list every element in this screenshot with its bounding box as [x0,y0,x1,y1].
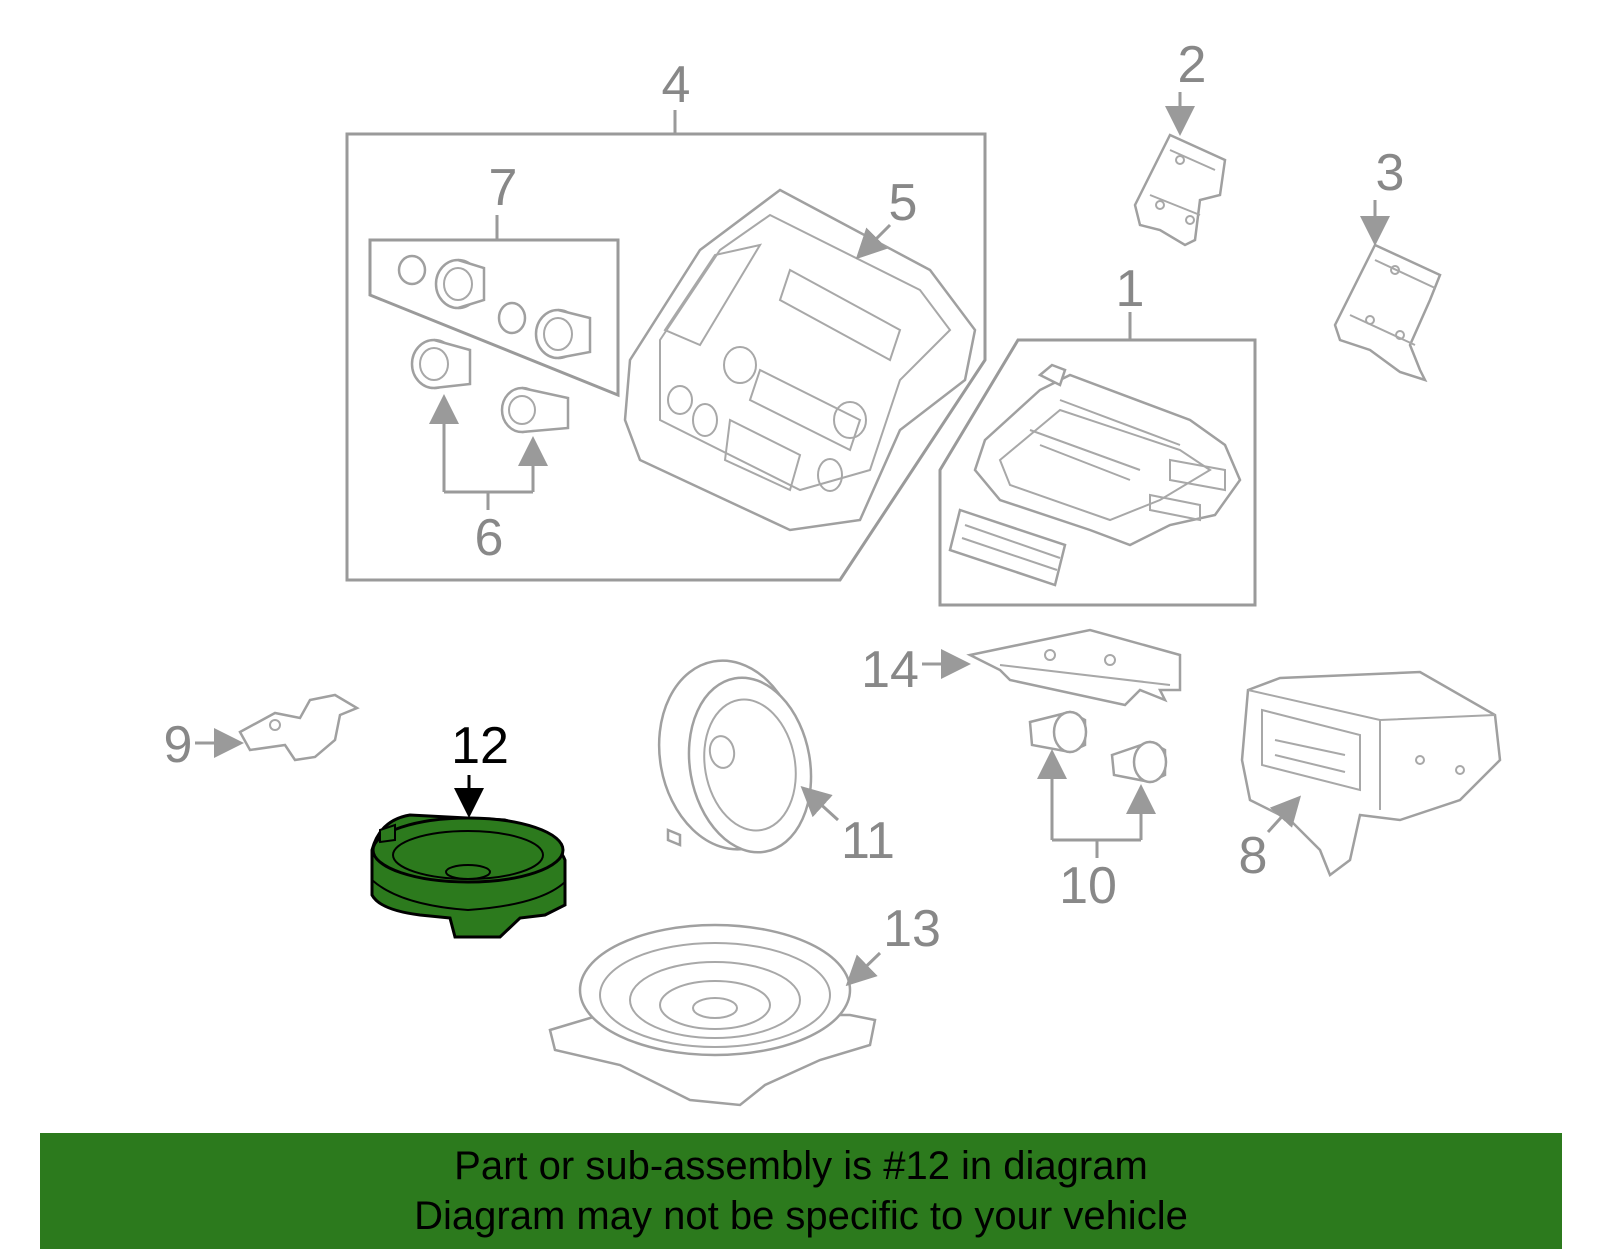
control-knobs [397,254,592,434]
callout-2: 2 [1178,36,1207,94]
callout-6: 6 [475,509,504,567]
info-banner: Part or sub-assembly is #12 in diagram D… [40,1133,1562,1249]
callout-11: 11 [841,812,895,870]
leader-6 [429,394,548,510]
speaker-13 [548,923,877,1107]
bracket-14 [966,628,1182,707]
callout-12: 12 [451,717,509,775]
bracket-2 [1133,133,1227,247]
speaker-11 [657,659,813,854]
speaker-12-highlighted[interactable] [370,813,567,939]
assembly-7-box [368,215,620,398]
assembly-1-box [938,312,1257,607]
callout-4: 4 [662,56,691,114]
banner-line-1: Part or sub-assembly is #12 in diagram [454,1144,1148,1188]
module-8 [1240,670,1502,877]
callout-13: 13 [883,900,941,958]
leader-10 [1037,749,1156,858]
radio-unit [948,363,1242,587]
callout-9: 9 [164,716,193,774]
callout-14: 14 [861,641,919,699]
knobs-10 [1028,710,1168,784]
callout-1: 1 [1116,260,1145,318]
radio-faceplate [623,188,977,532]
bracket-9 [238,693,360,762]
callout-5: 5 [889,174,918,232]
leader-5 [855,223,892,260]
leader-13 [845,951,882,987]
assembly-4-box [345,110,987,582]
leader-8 [1266,795,1302,834]
callout-8: 8 [1239,827,1268,885]
bracket-3 [1333,243,1442,383]
banner-line-2: Diagram may not be specific to your vehi… [414,1194,1188,1238]
leader-11 [800,785,840,822]
callout-7: 7 [489,159,518,217]
callout-10: 10 [1059,857,1117,915]
callout-3: 3 [1376,144,1405,202]
